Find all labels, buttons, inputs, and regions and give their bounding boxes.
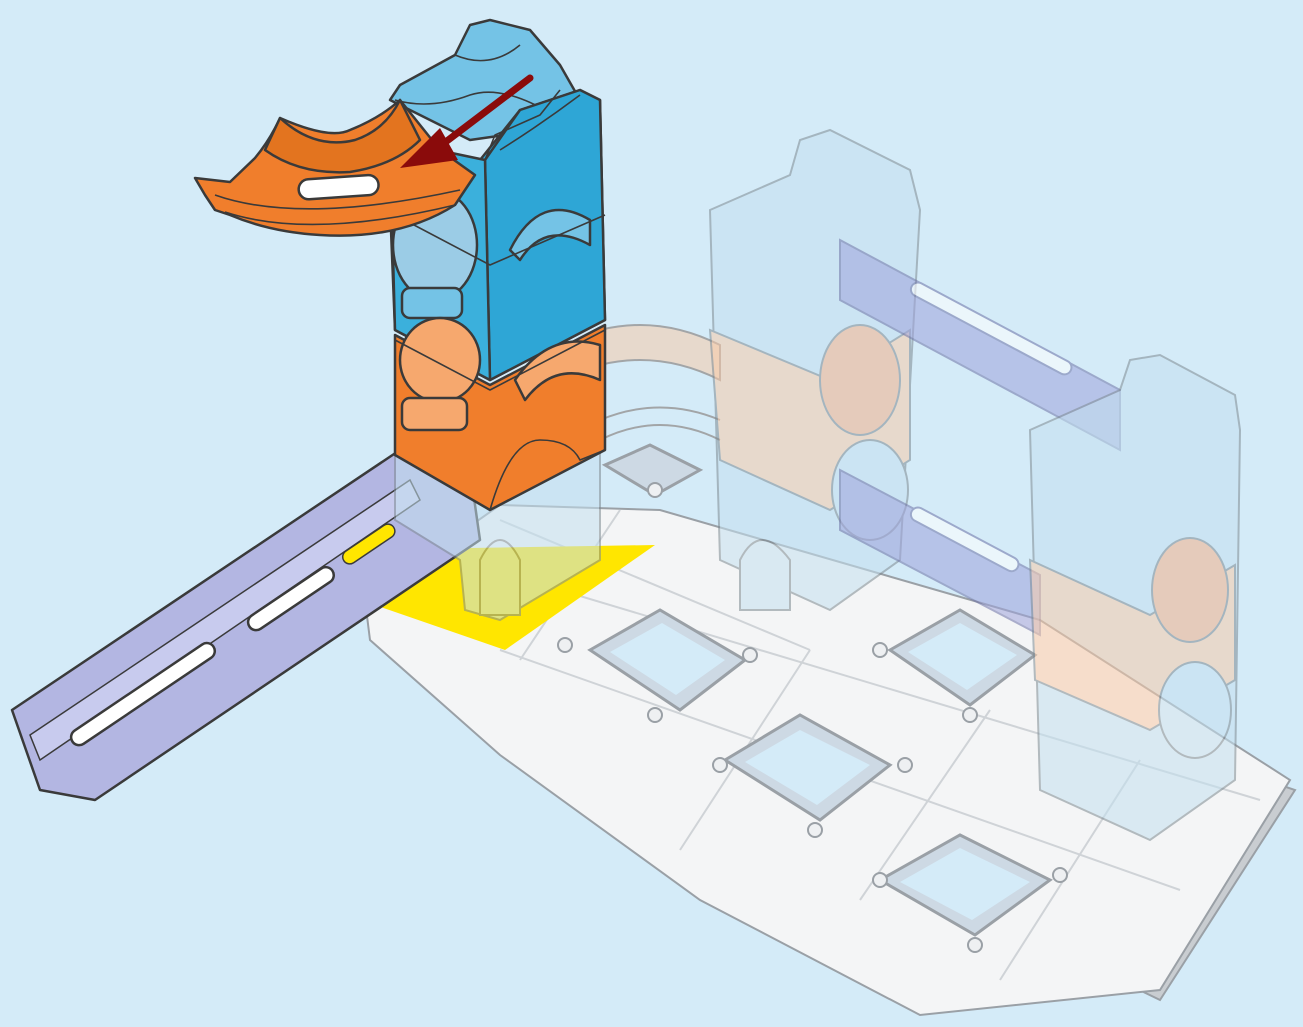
main-tower bbox=[390, 20, 605, 510]
tower-clip bbox=[402, 288, 462, 318]
tower-clip bbox=[402, 398, 467, 430]
tower-hole bbox=[400, 318, 480, 402]
curved-track-slot bbox=[298, 174, 379, 200]
ghost-tower-right bbox=[1030, 355, 1240, 840]
